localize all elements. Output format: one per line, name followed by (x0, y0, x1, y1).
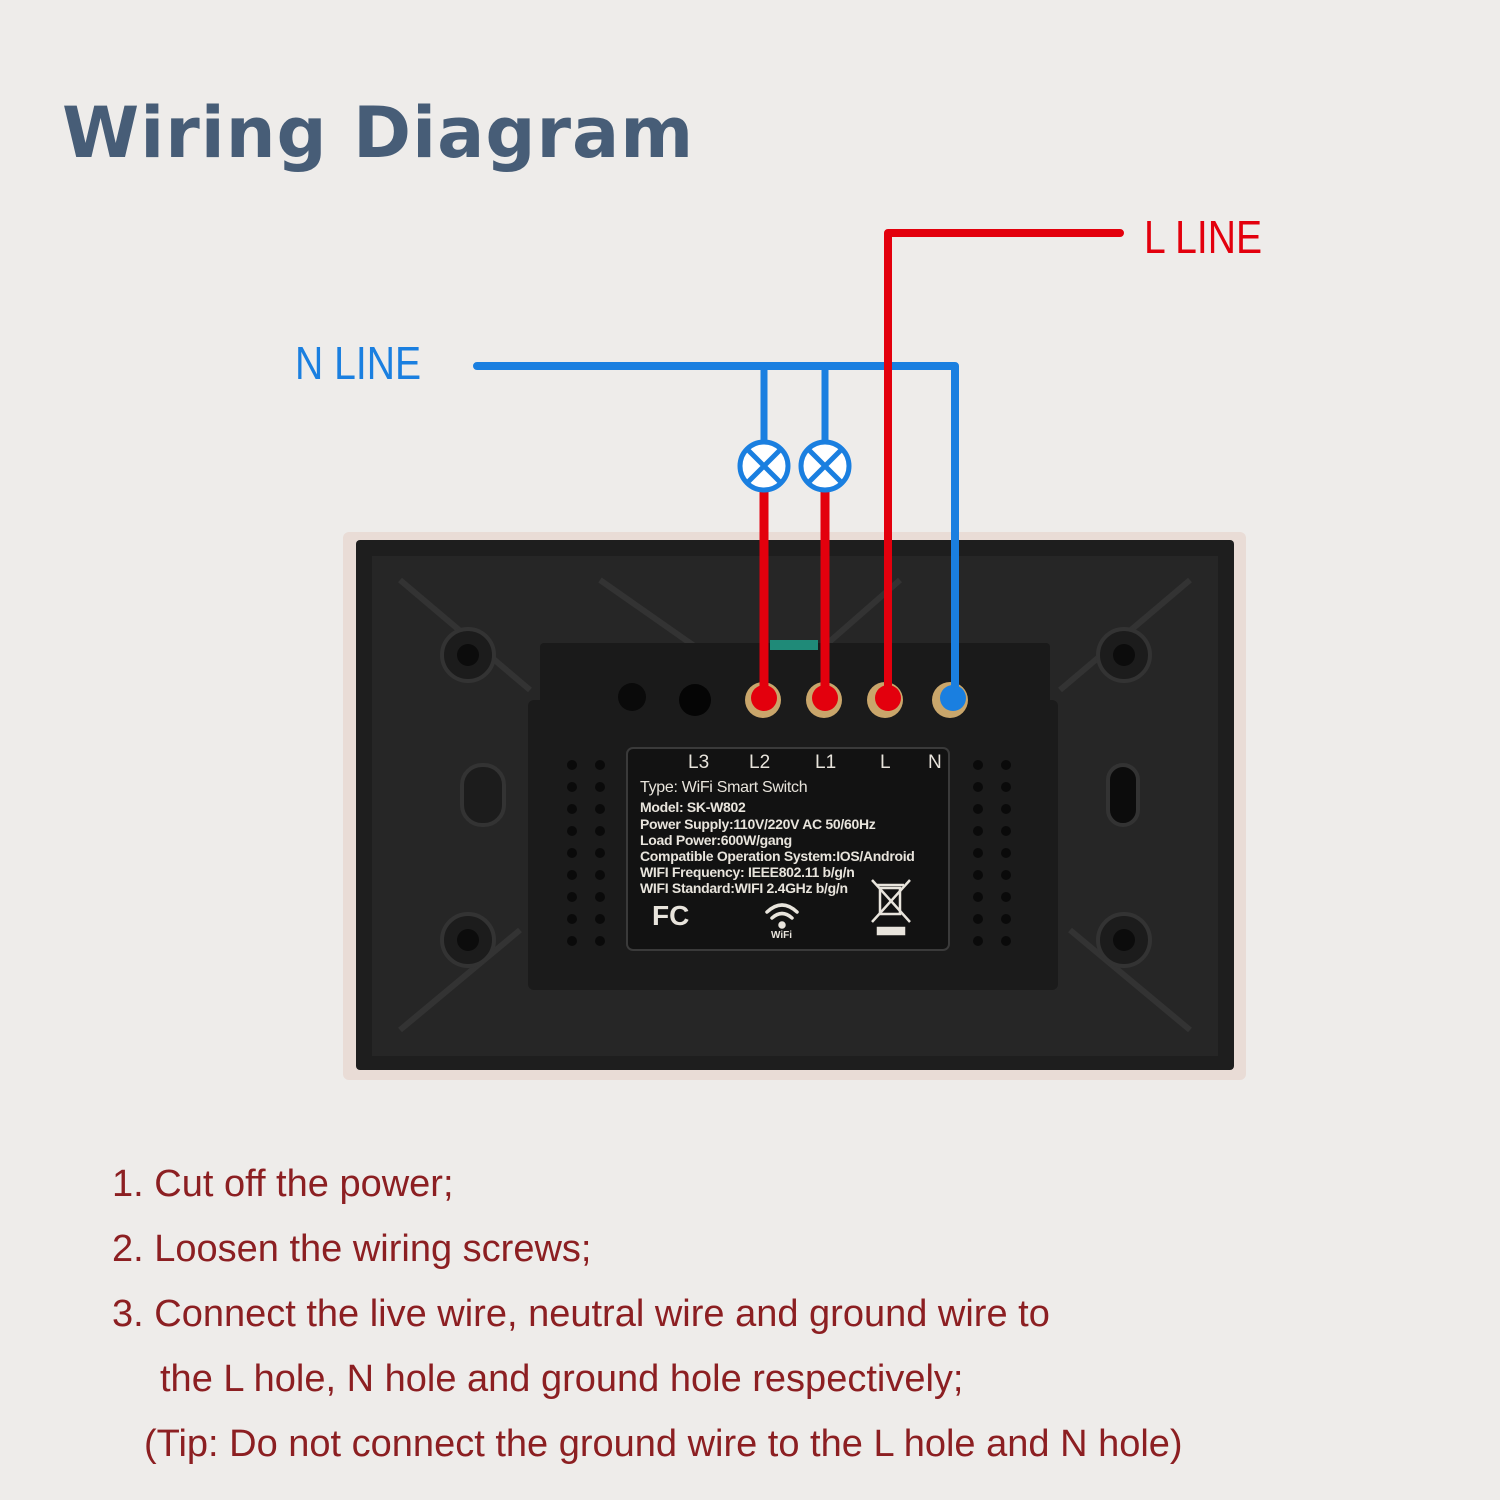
spec-power-supply: Power Supply:110V/220V AC 50/60Hz (640, 816, 876, 832)
vent-hole (567, 914, 577, 924)
wifi-icon (765, 903, 799, 929)
vent-hole (595, 870, 605, 880)
spec-os: Compatible Operation System:IOS/Android (640, 848, 915, 864)
page-title: Wiring Diagram (62, 92, 695, 174)
step-2: 2. Loosen the wiring screws; (112, 1228, 592, 1270)
lamp-icon (798, 439, 852, 493)
terminal-dot-n (940, 685, 966, 711)
vent-hole (973, 892, 983, 902)
spec-wifi-standard: WIFI Standard:WIFI 2.4GHz b/g/n (640, 880, 848, 896)
terminal-dot-l (875, 685, 901, 711)
terminal-label-n: N (928, 752, 942, 773)
vent-hole (567, 848, 577, 858)
vent-hole (1001, 782, 1011, 792)
switch-back-plate (343, 532, 1246, 1080)
vent-hole (1001, 804, 1011, 814)
spec-model: Model: SK-W802 (640, 799, 746, 815)
vent-hole (1001, 760, 1011, 770)
vent-hole (567, 782, 577, 792)
fcc-icon: FC (652, 900, 690, 931)
wifi-mark-text: WiFi (771, 930, 793, 941)
instruction-steps: 1. Cut off the power; 2. Loosen the wiri… (112, 1152, 1183, 1477)
vent-hole (595, 848, 605, 858)
vent-hole (1001, 936, 1011, 946)
mounting-holes (440, 627, 1152, 968)
spec-wifi-frequency: WIFI Frequency: IEEE802.11 b/g/n (640, 864, 855, 880)
step-1: 1. Cut off the power; (112, 1163, 454, 1205)
step-3-continued: the L hole, N hole and ground hole respe… (160, 1358, 964, 1400)
vent-hole (1001, 848, 1011, 858)
spec-load-power: Load Power:600W/gang (640, 832, 792, 848)
neutral-wire-bus (473, 362, 959, 702)
vent-hole (595, 936, 605, 946)
vent-hole (595, 804, 605, 814)
vent-hole (973, 914, 983, 924)
terminal-dot-l2 (751, 685, 777, 711)
terminal-label-l2: L2 (749, 752, 771, 773)
tip: (Tip: Do not connect the ground wire to … (144, 1423, 1183, 1465)
lamp-icon (737, 439, 791, 493)
vent-hole (973, 826, 983, 836)
spec-type: Type: WiFi Smart Switch (640, 779, 808, 796)
n-line-label: N LINE (295, 337, 422, 389)
vent-hole (567, 892, 577, 902)
spec-label-plate (626, 747, 950, 951)
vent-hole (973, 782, 983, 792)
weee-bin-icon (871, 879, 911, 936)
vent-hole (595, 782, 605, 792)
vent-hole (595, 760, 605, 770)
vent-hole (595, 826, 605, 836)
vent-hole (595, 914, 605, 924)
vent-hole (567, 936, 577, 946)
vent-hole (567, 870, 577, 880)
terminal-label-l3: L3 (688, 752, 710, 773)
vent-hole (567, 760, 577, 770)
vent-hole (973, 870, 983, 880)
vent-hole (973, 936, 983, 946)
vent-hole (973, 804, 983, 814)
vent-hole (567, 804, 577, 814)
terminal-dot-l1 (812, 685, 838, 711)
step-3: 3. Connect the live wire, neutral wire a… (112, 1293, 1050, 1335)
live-wire-main (884, 229, 1124, 704)
vent-hole (973, 760, 983, 770)
vent-hole (1001, 826, 1011, 836)
vent-hole (567, 826, 577, 836)
vent-hole (1001, 914, 1011, 924)
terminal-label-l: L (880, 752, 891, 773)
terminal-label-l1: L1 (815, 752, 837, 773)
vent-hole (1001, 870, 1011, 880)
vent-hole (595, 892, 605, 902)
vent-hole (973, 848, 983, 858)
vent-hole (1001, 892, 1011, 902)
l-line-label: L LINE (1144, 211, 1263, 263)
